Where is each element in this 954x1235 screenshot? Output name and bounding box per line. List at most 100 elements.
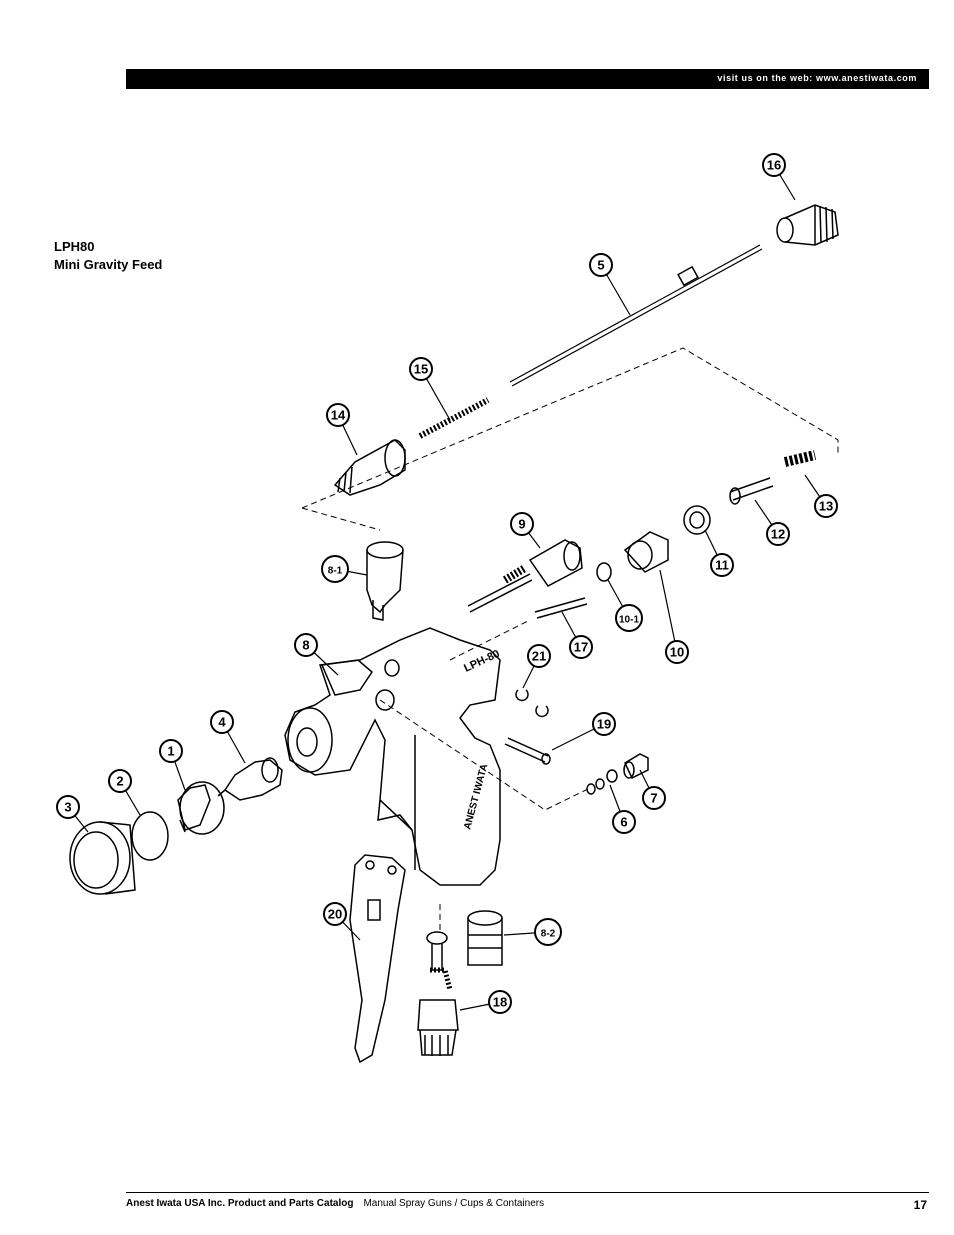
leader-dashed-1	[379, 699, 591, 811]
air-nipple-part	[467, 910, 503, 966]
trigger-pin-part	[504, 737, 551, 765]
callout-circle-3	[56, 795, 80, 819]
callout-label-15: 15	[414, 362, 428, 377]
air-cap-o-ring-part	[131, 811, 169, 861]
callout-16: 16	[762, 153, 796, 201]
callout-label-11: 11	[715, 558, 729, 573]
air-valve-assembly-part	[417, 931, 459, 1056]
callout-circle-7	[642, 786, 666, 810]
callout-14: 14	[326, 403, 358, 456]
callout-circle-18	[488, 990, 512, 1014]
callout-21: 21	[522, 644, 551, 689]
callout-circle-2	[108, 769, 132, 793]
callout-17: 17	[561, 611, 593, 659]
callout-circle-21	[527, 644, 551, 668]
footer-rule	[126, 1192, 929, 1193]
callout-circle-17	[569, 635, 593, 659]
callout-label-5: 5	[597, 258, 604, 273]
shaft-pin-part	[534, 597, 588, 619]
gun-model-text: LPH-80	[462, 648, 501, 675]
spring-guide-part	[729, 477, 774, 505]
callout-circle-4	[210, 710, 234, 734]
callout-label-16: 16	[767, 158, 781, 173]
callout-label-21: 21	[532, 649, 546, 664]
model-code: LPH80	[54, 239, 95, 254]
callout-15: 15	[409, 357, 451, 421]
callout-11: 11	[704, 529, 734, 577]
callout-circle-13	[814, 494, 838, 518]
callout-1: 1	[159, 739, 186, 791]
callout-circle-8	[294, 633, 318, 657]
o-ring-part	[596, 562, 612, 582]
callout-9: 9	[510, 512, 541, 549]
cup-adaptor-part	[366, 541, 404, 621]
callout-label-10-1: 10-1	[619, 615, 639, 626]
callout-8-2: 8-2	[503, 918, 562, 946]
callout-7: 7	[639, 769, 666, 810]
callout-19: 19	[551, 712, 616, 751]
callout-circle-14	[326, 403, 350, 427]
callout-3: 3	[56, 795, 89, 833]
callout-20: 20	[323, 902, 361, 941]
callout-circle-8-2	[534, 918, 562, 946]
callout-label-18: 18	[493, 995, 507, 1010]
callout-label-3: 3	[64, 800, 71, 815]
page-number: 17	[913, 1198, 927, 1212]
callout-label-8-2: 8-2	[541, 929, 556, 940]
catalog-title: Anest Iwata USA Inc. Product and Parts C…	[126, 1198, 354, 1209]
website-text: visit us on the web: www.anestiwata.com	[717, 73, 917, 83]
leader-dashed-2	[449, 619, 531, 661]
model-name: Mini Gravity Feed	[54, 257, 163, 272]
callout-label-20: 20	[328, 907, 342, 922]
callout-label-1: 1	[167, 744, 174, 759]
needle-packing-part	[333, 439, 406, 496]
air-adjust-plug-part	[623, 753, 649, 780]
air-cap-ring-part	[69, 821, 136, 895]
air-cap-part	[177, 781, 225, 835]
trigger-clip-part	[515, 689, 549, 718]
spring-part	[783, 450, 817, 467]
callout-circle-10	[665, 640, 689, 664]
gun-brand-text: ANEST IWATA	[462, 763, 490, 831]
callout-2: 2	[108, 769, 141, 816]
callout-label-6: 6	[620, 815, 627, 830]
callout-circle-15	[409, 357, 433, 381]
callout-label-19: 19	[597, 717, 611, 732]
air-valve-seat-part	[683, 505, 711, 535]
callout-circle-16	[762, 153, 786, 177]
callout-10: 10	[659, 569, 689, 664]
callout-label-8: 8	[302, 638, 309, 653]
callout-circle-5	[589, 253, 613, 277]
callout-circle-1	[159, 739, 183, 763]
pattern-adjust-part	[467, 539, 583, 613]
callout-8: 8	[294, 633, 339, 676]
callout-circle-19	[592, 712, 616, 736]
model-title: LPH80 Mini Gravity Feed	[54, 238, 162, 274]
callout-label-12: 12	[771, 527, 785, 542]
catalog-section: Manual Spray Guns / Cups & Containers	[363, 1198, 545, 1209]
callout-label-4: 4	[218, 715, 226, 730]
callout-circle-9	[510, 512, 534, 536]
callout-13: 13	[804, 474, 838, 518]
packing-washers-part	[586, 769, 618, 795]
callout-10-1: 10-1	[607, 579, 643, 632]
needle-spring-part	[418, 397, 490, 439]
callout-leader-10	[659, 569, 678, 653]
callout-circle-6	[612, 810, 636, 834]
callout-4: 4	[210, 710, 246, 764]
callout-label-14: 14	[331, 408, 346, 423]
gun-body-part: LPH-80 ANEST IWATA	[284, 627, 502, 886]
callout-circle-11	[710, 553, 734, 577]
callout-label-2: 2	[116, 774, 123, 789]
header-bar: visit us on the web: www.anestiwata.com	[126, 69, 929, 89]
callout-5: 5	[589, 253, 631, 316]
assembly-outline	[301, 347, 839, 509]
callout-12: 12	[754, 499, 790, 546]
callout-label-9: 9	[518, 517, 525, 532]
callout-circle-20	[323, 902, 347, 926]
callout-circle-8-1	[321, 555, 349, 583]
callout-label-8-1: 8-1	[328, 566, 343, 577]
callout-label-10: 10	[670, 645, 684, 660]
